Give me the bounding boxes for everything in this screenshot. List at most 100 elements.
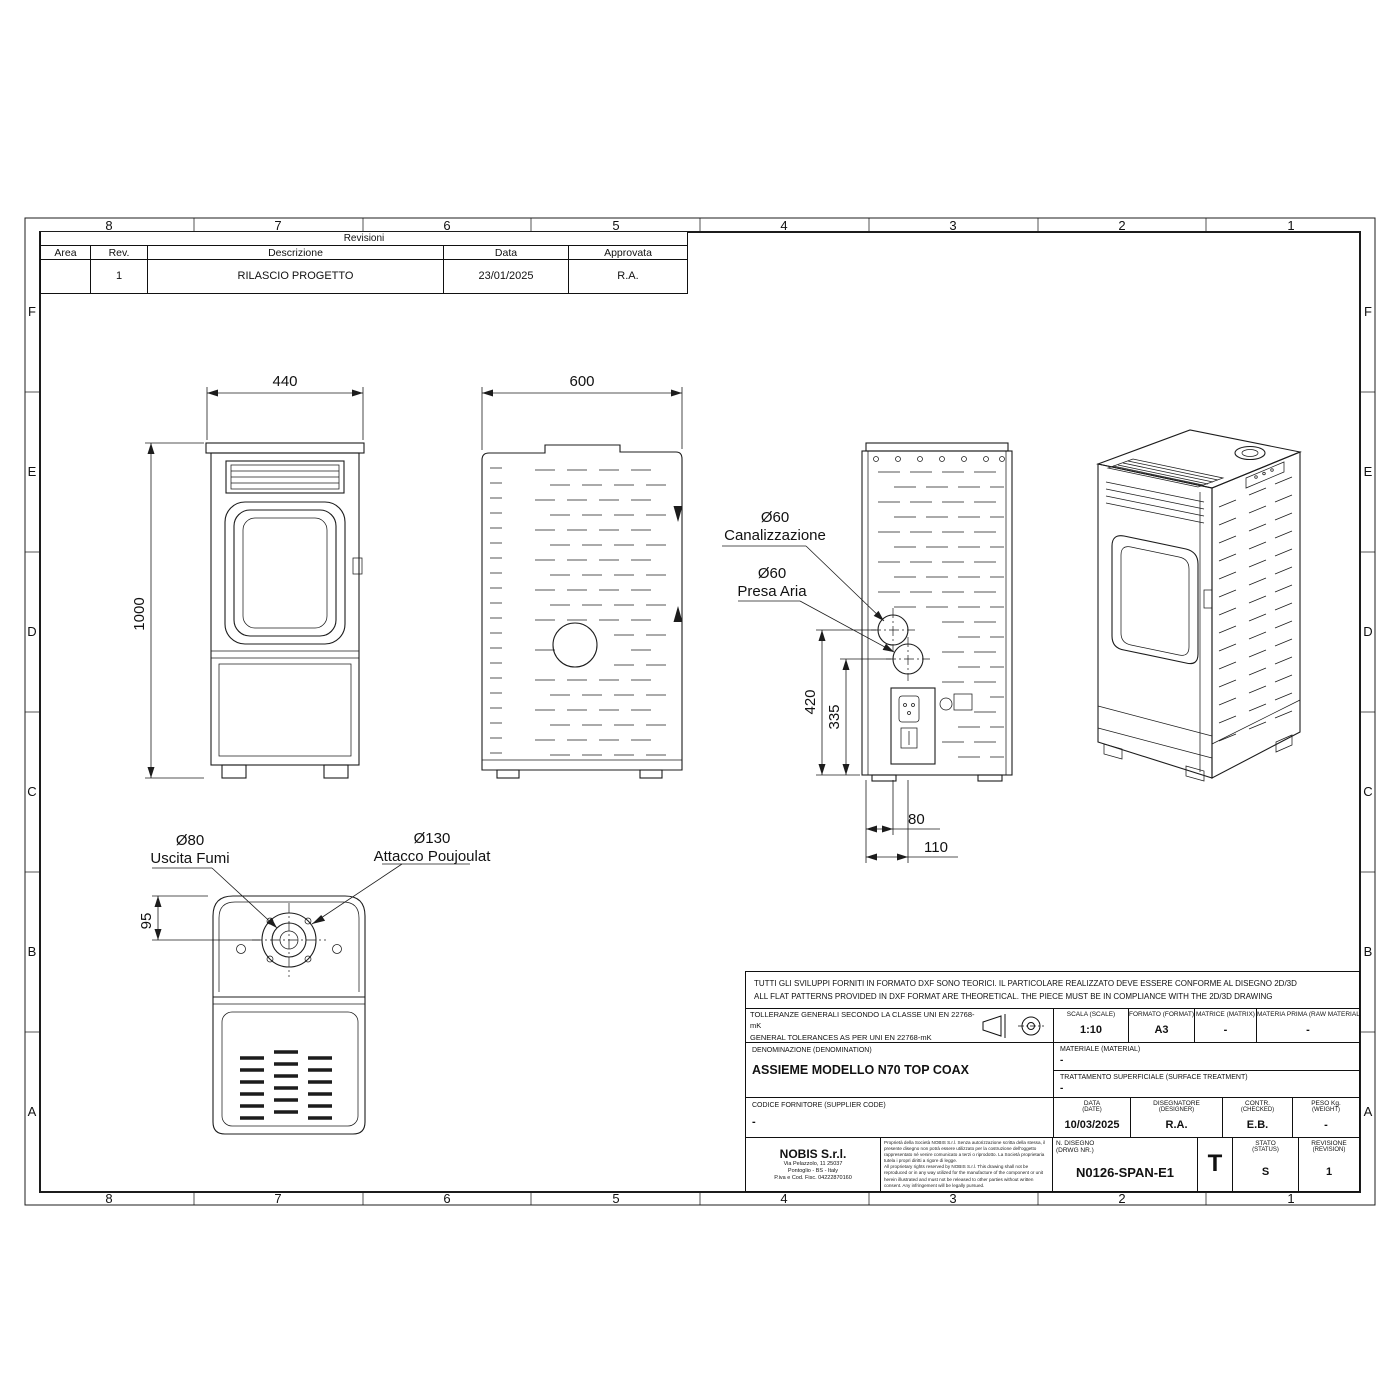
isometric-view bbox=[1096, 429, 1302, 782]
scale-label: SCALA (SCALE) bbox=[1066, 1011, 1116, 1019]
dim-rear-335-text: 335 bbox=[826, 704, 843, 729]
designer-sublabel: (DESIGNER) bbox=[1158, 1106, 1195, 1113]
grid-col-bottom-4: 4 bbox=[780, 1191, 787, 1206]
material-cell: MATERIALE (MATERIAL) - bbox=[1054, 1043, 1359, 1071]
callout-canalizzazione-dia-text: Ø60 bbox=[761, 509, 789, 526]
format-label: FORMATO (FORMAT) bbox=[1129, 1011, 1194, 1019]
tolerances-line2: GENERAL TOLERANCES AS PER UNI EN 22768-m… bbox=[750, 1032, 932, 1042]
revision-col-desc: Descrizione bbox=[148, 246, 444, 260]
grid-col-bottom-6: 6 bbox=[443, 1191, 450, 1206]
dim-side-depth: 600 bbox=[481, 373, 683, 450]
callout-uscita-fumi-label-text: Uscita Fumi bbox=[150, 850, 229, 867]
weight-label: PESO Kg. bbox=[1311, 1099, 1341, 1107]
callout-presa-aria-dia-text: Ø60 bbox=[758, 565, 786, 582]
company-address-line1: Via Pelazzolo, 11 25037 bbox=[783, 1160, 843, 1167]
dim-front-width: 440 bbox=[206, 373, 364, 440]
grid-col-top-1: 1 bbox=[1287, 218, 1294, 233]
dim-rear-420-text: 420 bbox=[802, 689, 819, 714]
denomination-value: ASSIEME MODELLO N70 TOP COAX bbox=[752, 1063, 969, 1078]
grid-row-right-d: D bbox=[1363, 624, 1372, 639]
revision-sublabel: (REVISION) bbox=[1312, 1146, 1346, 1153]
callout-canalizzazione: Ø60 Canalizzazione bbox=[722, 509, 885, 622]
callout-uscita-fumi: Ø80 Uscita Fumi bbox=[150, 832, 278, 929]
rear-view bbox=[861, 442, 1013, 782]
tolerances-line1: TOLLERANZE GENERALI SECONDO LA CLASSE UN… bbox=[750, 1010, 975, 1031]
revision-cell-rev: 1 bbox=[91, 260, 148, 293]
matrix-value: - bbox=[1223, 1024, 1228, 1037]
designer-cell: DISEGNATORE (DESIGNER) R.A. bbox=[1131, 1097, 1223, 1137]
grid-row-left-b: B bbox=[28, 944, 37, 959]
grid-col-bottom-3: 3 bbox=[949, 1191, 956, 1206]
grid-col-top-2: 2 bbox=[1118, 218, 1125, 233]
callout-attacco-label-text: Attacco Poujoulat bbox=[374, 848, 492, 865]
checked-cell: CONTR. (CHECKED) E.B. bbox=[1223, 1097, 1293, 1137]
dim-rear-110: 110 bbox=[866, 780, 958, 863]
grid-col-bottom-1: 1 bbox=[1287, 1191, 1294, 1206]
denomination-cell: DENOMINAZIONE (DENOMINATION) ASSIEME MOD… bbox=[746, 1043, 1054, 1097]
revision-col-rev: Rev. bbox=[91, 246, 148, 260]
grid-row-left-f: F bbox=[28, 304, 36, 319]
grid-row-right-b: B bbox=[1364, 944, 1373, 959]
supplier-row: CODICE FORNITORE (SUPPLIER CODE) - DATA … bbox=[746, 1097, 1359, 1138]
grid-col-top-5: 5 bbox=[612, 218, 619, 233]
grid-col-bottom-8: 8 bbox=[105, 1191, 112, 1206]
company-address-line3: P.iva e Cod. Fisc. 04222870160 bbox=[774, 1174, 852, 1181]
surface-treatment-label: TRATTAMENTO SUPERFICIALE (SURFACE TREATM… bbox=[1060, 1073, 1248, 1081]
supplier-code-label: CODICE FORNITORE (SUPPLIER CODE) bbox=[752, 1101, 886, 1109]
surface-treatment-cell: TRATTAMENTO SUPERFICIALE (SURFACE TREATM… bbox=[1054, 1071, 1359, 1097]
status-cell: STATO (STATUS) S bbox=[1233, 1137, 1299, 1191]
checked-value: E.B. bbox=[1246, 1118, 1269, 1131]
dim-side-depth-text: 600 bbox=[569, 373, 594, 390]
date-value: 10/03/2025 bbox=[1064, 1118, 1120, 1131]
dim-top-95-text: 95 bbox=[138, 913, 155, 930]
dxf-note-line2: ALL FLAT PATTERNS PROVIDED IN DXF FORMAT… bbox=[754, 992, 1273, 1002]
status-sublabel: (STATUS) bbox=[1252, 1146, 1279, 1153]
grid-col-top-3: 3 bbox=[949, 218, 956, 233]
scale-value: 1:10 bbox=[1079, 1024, 1103, 1037]
sheet-frame bbox=[24, 217, 1376, 1206]
revision-cell: REVISIONE (REVISION) 1 bbox=[1299, 1138, 1359, 1192]
grid-labels: 8 7 6 5 4 3 2 1 8 7 6 5 4 3 2 1 F E D C … bbox=[27, 218, 1372, 1206]
grid-col-top-6: 6 bbox=[443, 218, 450, 233]
dim-rear-110-text: 110 bbox=[924, 839, 948, 856]
raw-material-cell: MATERIA PRIMA (RAW MATERIAL) - bbox=[1257, 1009, 1359, 1042]
designer-label: DISEGNATORE bbox=[1153, 1099, 1200, 1107]
weight-cell: PESO Kg. (WEIGHT) - bbox=[1293, 1098, 1359, 1137]
scale-cell: SCALA (SCALE) 1:10 bbox=[1054, 1009, 1129, 1043]
grid-row-left-d: D bbox=[27, 624, 36, 639]
dim-front-width-text: 440 bbox=[272, 373, 297, 390]
designer-value: R.A. bbox=[1165, 1118, 1188, 1131]
dim-top-95: 95 bbox=[138, 895, 260, 941]
revision-cell-approved: R.A. bbox=[617, 270, 639, 282]
dim-rear-420: 420 bbox=[802, 629, 876, 776]
revision-value: 1 bbox=[1325, 1165, 1333, 1178]
dim-rear-80: 80 bbox=[865, 780, 940, 863]
proprietary-notice-en: All proprietary rights reserved by NOBIS… bbox=[884, 1164, 1044, 1188]
supplier-code-cell: CODICE FORNITORE (SUPPLIER CODE) - bbox=[746, 1097, 1054, 1137]
tolerances-cell: TOLLERANZE GENERALI SECONDO LA CLASSE UN… bbox=[746, 1009, 1054, 1043]
title-block: TUTTI GLI SVILUPPI FORNITI IN FORMATO DX… bbox=[745, 971, 1360, 1192]
grid-row-left-e: E bbox=[28, 464, 37, 479]
supplier-code-value: - bbox=[752, 1115, 756, 1128]
matrix-cell: MATRICE (MATRIX) - bbox=[1195, 1009, 1257, 1043]
projection-symbol-icon bbox=[982, 1013, 1044, 1038]
revision-label: REVISIONE bbox=[1311, 1139, 1347, 1147]
date-label: DATA bbox=[1083, 1099, 1101, 1107]
matrix-label: MATRICE (MATRIX) bbox=[1196, 1011, 1255, 1019]
revision-table-title: Revisioni bbox=[41, 232, 687, 246]
drawing-number-label: N. DISEGNO bbox=[1056, 1139, 1095, 1147]
raw-material-label: MATERIA PRIMA (RAW MATERIAL) bbox=[1257, 1011, 1359, 1019]
dxf-note-line1: TUTTI GLI SVILUPPI FORNITI IN FORMATO DX… bbox=[754, 979, 1297, 988]
weight-value: - bbox=[1324, 1118, 1328, 1131]
grid-col-bottom-5: 5 bbox=[612, 1191, 619, 1206]
format-cell: FORMATO (FORMAT) A3 bbox=[1129, 1009, 1195, 1043]
denomination-label: DENOMINAZIONE (DENOMINATION) bbox=[752, 1047, 872, 1055]
raw-material-value: - bbox=[1306, 1024, 1310, 1037]
revision-col-approved: Approvata bbox=[569, 246, 687, 260]
company-row: NOBIS S.r.l. Via Pelazzolo, 11 25037 Pon… bbox=[746, 1137, 1359, 1192]
format-value: A3 bbox=[1154, 1024, 1169, 1037]
side-view bbox=[481, 444, 683, 779]
status-value: S bbox=[1261, 1165, 1270, 1178]
callout-presa-aria: Ø60 Presa Aria bbox=[737, 565, 895, 653]
